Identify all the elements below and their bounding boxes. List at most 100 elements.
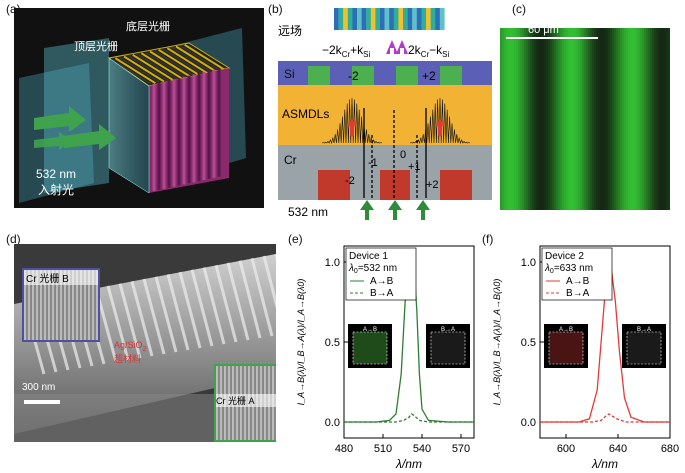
fluorescence-band — [588, 28, 590, 210]
inset-grating-b: Cr 光栅 B — [22, 268, 100, 342]
fluorescence-band — [594, 28, 596, 210]
fluorescence-band — [578, 28, 580, 210]
fluorescence-band — [602, 28, 604, 210]
fluorescence-band — [518, 28, 520, 210]
fluorescence-band — [550, 28, 552, 210]
far-field-stripe — [439, 8, 445, 30]
fluorescence-band — [556, 28, 558, 210]
legend-ab-label: A→B — [566, 276, 590, 287]
legend-box — [345, 247, 417, 301]
purple-arrow — [386, 40, 398, 54]
inset-label: B→A — [441, 327, 455, 333]
sem-ridge — [118, 283, 142, 359]
legend-ba-label: B→A — [370, 288, 394, 299]
fluorescence-band — [632, 28, 634, 210]
sem-ridge — [142, 278, 166, 355]
fluorescence-band — [552, 28, 554, 210]
order-0: 0 — [400, 149, 406, 161]
fluorescence-band — [590, 28, 592, 210]
spike-pattern — [409, 97, 471, 145]
panel-label-f: (f) — [482, 232, 494, 246]
fluorescence-band — [560, 28, 562, 210]
panel-label-b: (b) — [268, 2, 283, 16]
inset-region — [352, 331, 388, 365]
order-m2-top: -2 — [348, 69, 359, 83]
far-field-pattern — [334, 8, 445, 30]
wavelength-label: 532 nm — [36, 167, 76, 181]
sem-ridge — [214, 264, 238, 343]
fluorescence-band — [576, 28, 578, 210]
incident-label: 入射光 — [38, 182, 74, 197]
inset-top-label: Cr 光栅 B — [24, 270, 98, 285]
panel-b: 远场 −2kCr+kSi 2kCr−kSi Si -2 +2 ASMDLs Cr… — [272, 8, 497, 220]
fluorescence-band — [662, 28, 664, 210]
scalebar-c-label: 60 μm — [528, 28, 559, 36]
y-tick-label: 0.0 — [521, 417, 536, 429]
fluorescence-band — [548, 28, 550, 210]
far-field-stripe — [370, 8, 376, 30]
far-field-stripe — [375, 8, 381, 30]
fluorescence-band — [516, 28, 518, 210]
far-field-stripe — [384, 8, 390, 30]
order-arrows — [363, 108, 427, 198]
x-tick-label: 680 — [661, 443, 679, 455]
order-p2-top: +2 — [422, 69, 436, 83]
y-tick-label: 0.5 — [325, 337, 340, 349]
y-tick-label: 0.5 — [521, 337, 536, 349]
device-3d-illustration: 532 nm 入射光 顶层光栅 底层光栅 — [19, 19, 246, 203]
far-field-stripe — [334, 8, 339, 30]
cr-grating — [318, 170, 472, 200]
fluorescence-band — [618, 28, 620, 210]
y-tick-label: 1.0 — [521, 257, 536, 269]
far-field-stripe — [343, 8, 348, 30]
fluorescence-band — [610, 28, 612, 210]
panel-label-d: (d) — [6, 232, 21, 246]
device-label: Device 1 — [349, 251, 388, 262]
far-field-stripe — [430, 8, 436, 30]
fluorescence-band — [658, 28, 660, 210]
fluorescence-band — [580, 28, 582, 210]
fluorescence-band — [596, 28, 598, 210]
asmdl-layer — [278, 85, 492, 145]
inset-region — [430, 331, 466, 365]
legend-ba-label: B→A — [566, 288, 590, 299]
fluorescence-band — [636, 28, 638, 210]
x-tick-label: 540 — [413, 443, 431, 455]
y-axis-label: I_A→B(λ)/I_B→A(λ)/I_A→B(λ0) — [492, 279, 502, 406]
far-field-stripe — [366, 8, 371, 30]
fluorescence-band — [648, 28, 650, 210]
y-tick-label: 1.0 — [325, 257, 340, 269]
fluorescence-band — [568, 28, 570, 210]
fluorescence-band — [544, 28, 546, 210]
fluorescence-band — [522, 28, 524, 210]
fluorescence-band — [542, 28, 544, 210]
far-field-stripe — [357, 8, 362, 30]
fluorescence-band — [514, 28, 516, 210]
fluorescence-band — [652, 28, 654, 210]
fluorescence-band — [528, 28, 530, 210]
inset-region — [548, 331, 584, 365]
fluorescence-band — [622, 28, 624, 210]
green-input-arrows — [360, 200, 430, 220]
fluorescence-band — [508, 28, 510, 210]
inset-label: B→A — [637, 327, 651, 333]
red-arrow — [435, 118, 445, 136]
sem-ridge — [154, 276, 178, 353]
bottom-grating-label: 底层光栅 — [126, 19, 170, 33]
fluorescence-band — [532, 28, 534, 210]
fluorescence-band — [504, 28, 506, 210]
scalebar-d-label: 300 nm — [22, 382, 56, 393]
order-left-label: −2kCr+kSi — [322, 43, 370, 59]
fluorescence-band — [642, 28, 644, 210]
inset-bottom-label: Cr 光栅 A — [216, 394, 276, 407]
fluorescence-band — [630, 28, 632, 210]
fluorescence-band — [502, 28, 504, 210]
fluorescence-band — [530, 28, 532, 210]
far-field-stripe — [398, 8, 404, 30]
inset-label: A→B — [363, 327, 377, 333]
fluorescence-band — [614, 28, 616, 210]
